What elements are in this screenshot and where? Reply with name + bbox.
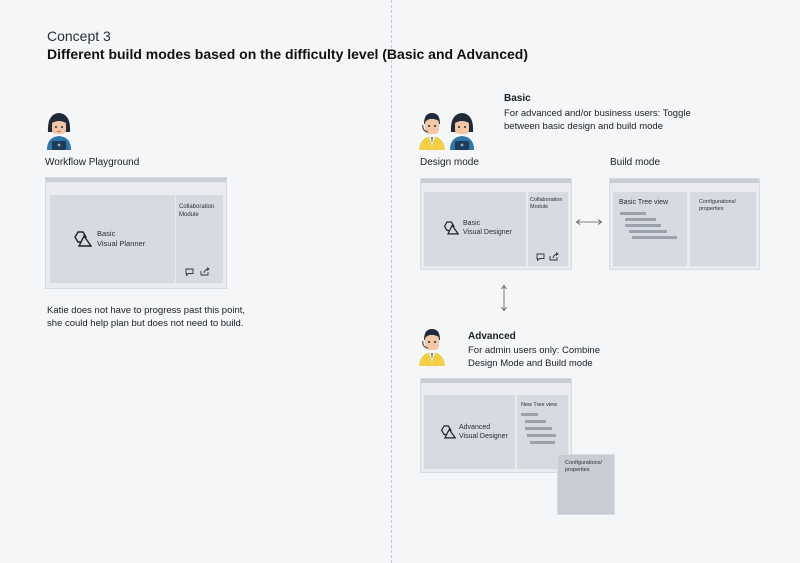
- page-title: Different build modes based on the diffi…: [47, 46, 529, 62]
- designer-panel: [424, 395, 515, 469]
- designer-panel: [424, 192, 526, 266]
- planner-label: Basic Visual Planner: [97, 229, 146, 248]
- tree-item: [530, 441, 555, 444]
- configuration-label: Configurations/ properties: [699, 199, 736, 212]
- playground-window: [45, 177, 227, 289]
- comment-icon[interactable]: [185, 268, 194, 276]
- admin-avatar: [419, 113, 445, 150]
- window-titlebar: [421, 179, 571, 183]
- tree-item: [629, 230, 667, 233]
- build-mode-caption: Build mode: [610, 157, 661, 168]
- share-icon[interactable]: [549, 252, 559, 261]
- business-user-avatar: [450, 113, 474, 150]
- tree-item: [620, 212, 646, 215]
- share-icon[interactable]: [200, 267, 210, 276]
- new-tree-label: New Tree view: [521, 402, 558, 408]
- workflow-playground-caption: Workflow Playground: [45, 157, 140, 168]
- basic-title: Basic: [504, 93, 531, 104]
- window-titlebar: [610, 179, 759, 183]
- comment-icon[interactable]: [536, 253, 545, 261]
- advanced-title: Advanced: [468, 331, 516, 342]
- basic-description: For advanced and/or business users: Togg…: [504, 108, 691, 132]
- basic-designer-label: Basic Visual Designer: [463, 220, 512, 236]
- double-arrow-horizontal-icon: [575, 219, 603, 225]
- tree-item: [625, 224, 661, 227]
- tree-item: [525, 427, 552, 430]
- tree-item: [632, 236, 677, 239]
- katie-note: Katie does not have to progress past thi…: [47, 305, 246, 329]
- shapes-icon: [74, 231, 92, 247]
- design-mode-caption: Design mode: [420, 157, 479, 168]
- shapes-icon: [440, 425, 456, 439]
- tree-item: [521, 413, 538, 416]
- tree-view-panel: [613, 192, 687, 266]
- tree-item: [527, 434, 556, 437]
- advanced-description: For admin users only: Combine Design Mod…: [468, 345, 600, 369]
- floating-configuration-panel[interactable]: [557, 454, 615, 515]
- configuration-panel: [690, 192, 756, 266]
- section-divider: [391, 0, 392, 563]
- planner-panel: [50, 195, 175, 283]
- basic-tree-label: Basic Tree view: [619, 199, 669, 206]
- tree-item: [525, 420, 546, 423]
- window-titlebar: [421, 379, 571, 383]
- collaboration-label: Collaboration Module: [530, 197, 563, 210]
- double-arrow-vertical-icon: [501, 284, 507, 312]
- collaboration-panel: [176, 195, 223, 283]
- concept-label: Concept 3: [47, 28, 111, 44]
- admin-avatar: [419, 329, 445, 366]
- shapes-icon: [443, 221, 459, 235]
- collaboration-panel: [528, 192, 568, 266]
- tree-item: [625, 218, 656, 221]
- advanced-designer-label: Advanced Visual Designer: [459, 424, 508, 440]
- window-titlebar: [46, 178, 226, 182]
- design-mode-window: [420, 178, 572, 270]
- collaboration-label: Collaboration Module: [179, 204, 215, 218]
- configuration-label: Configurations/ properties: [565, 460, 602, 473]
- katie-avatar: [47, 113, 71, 150]
